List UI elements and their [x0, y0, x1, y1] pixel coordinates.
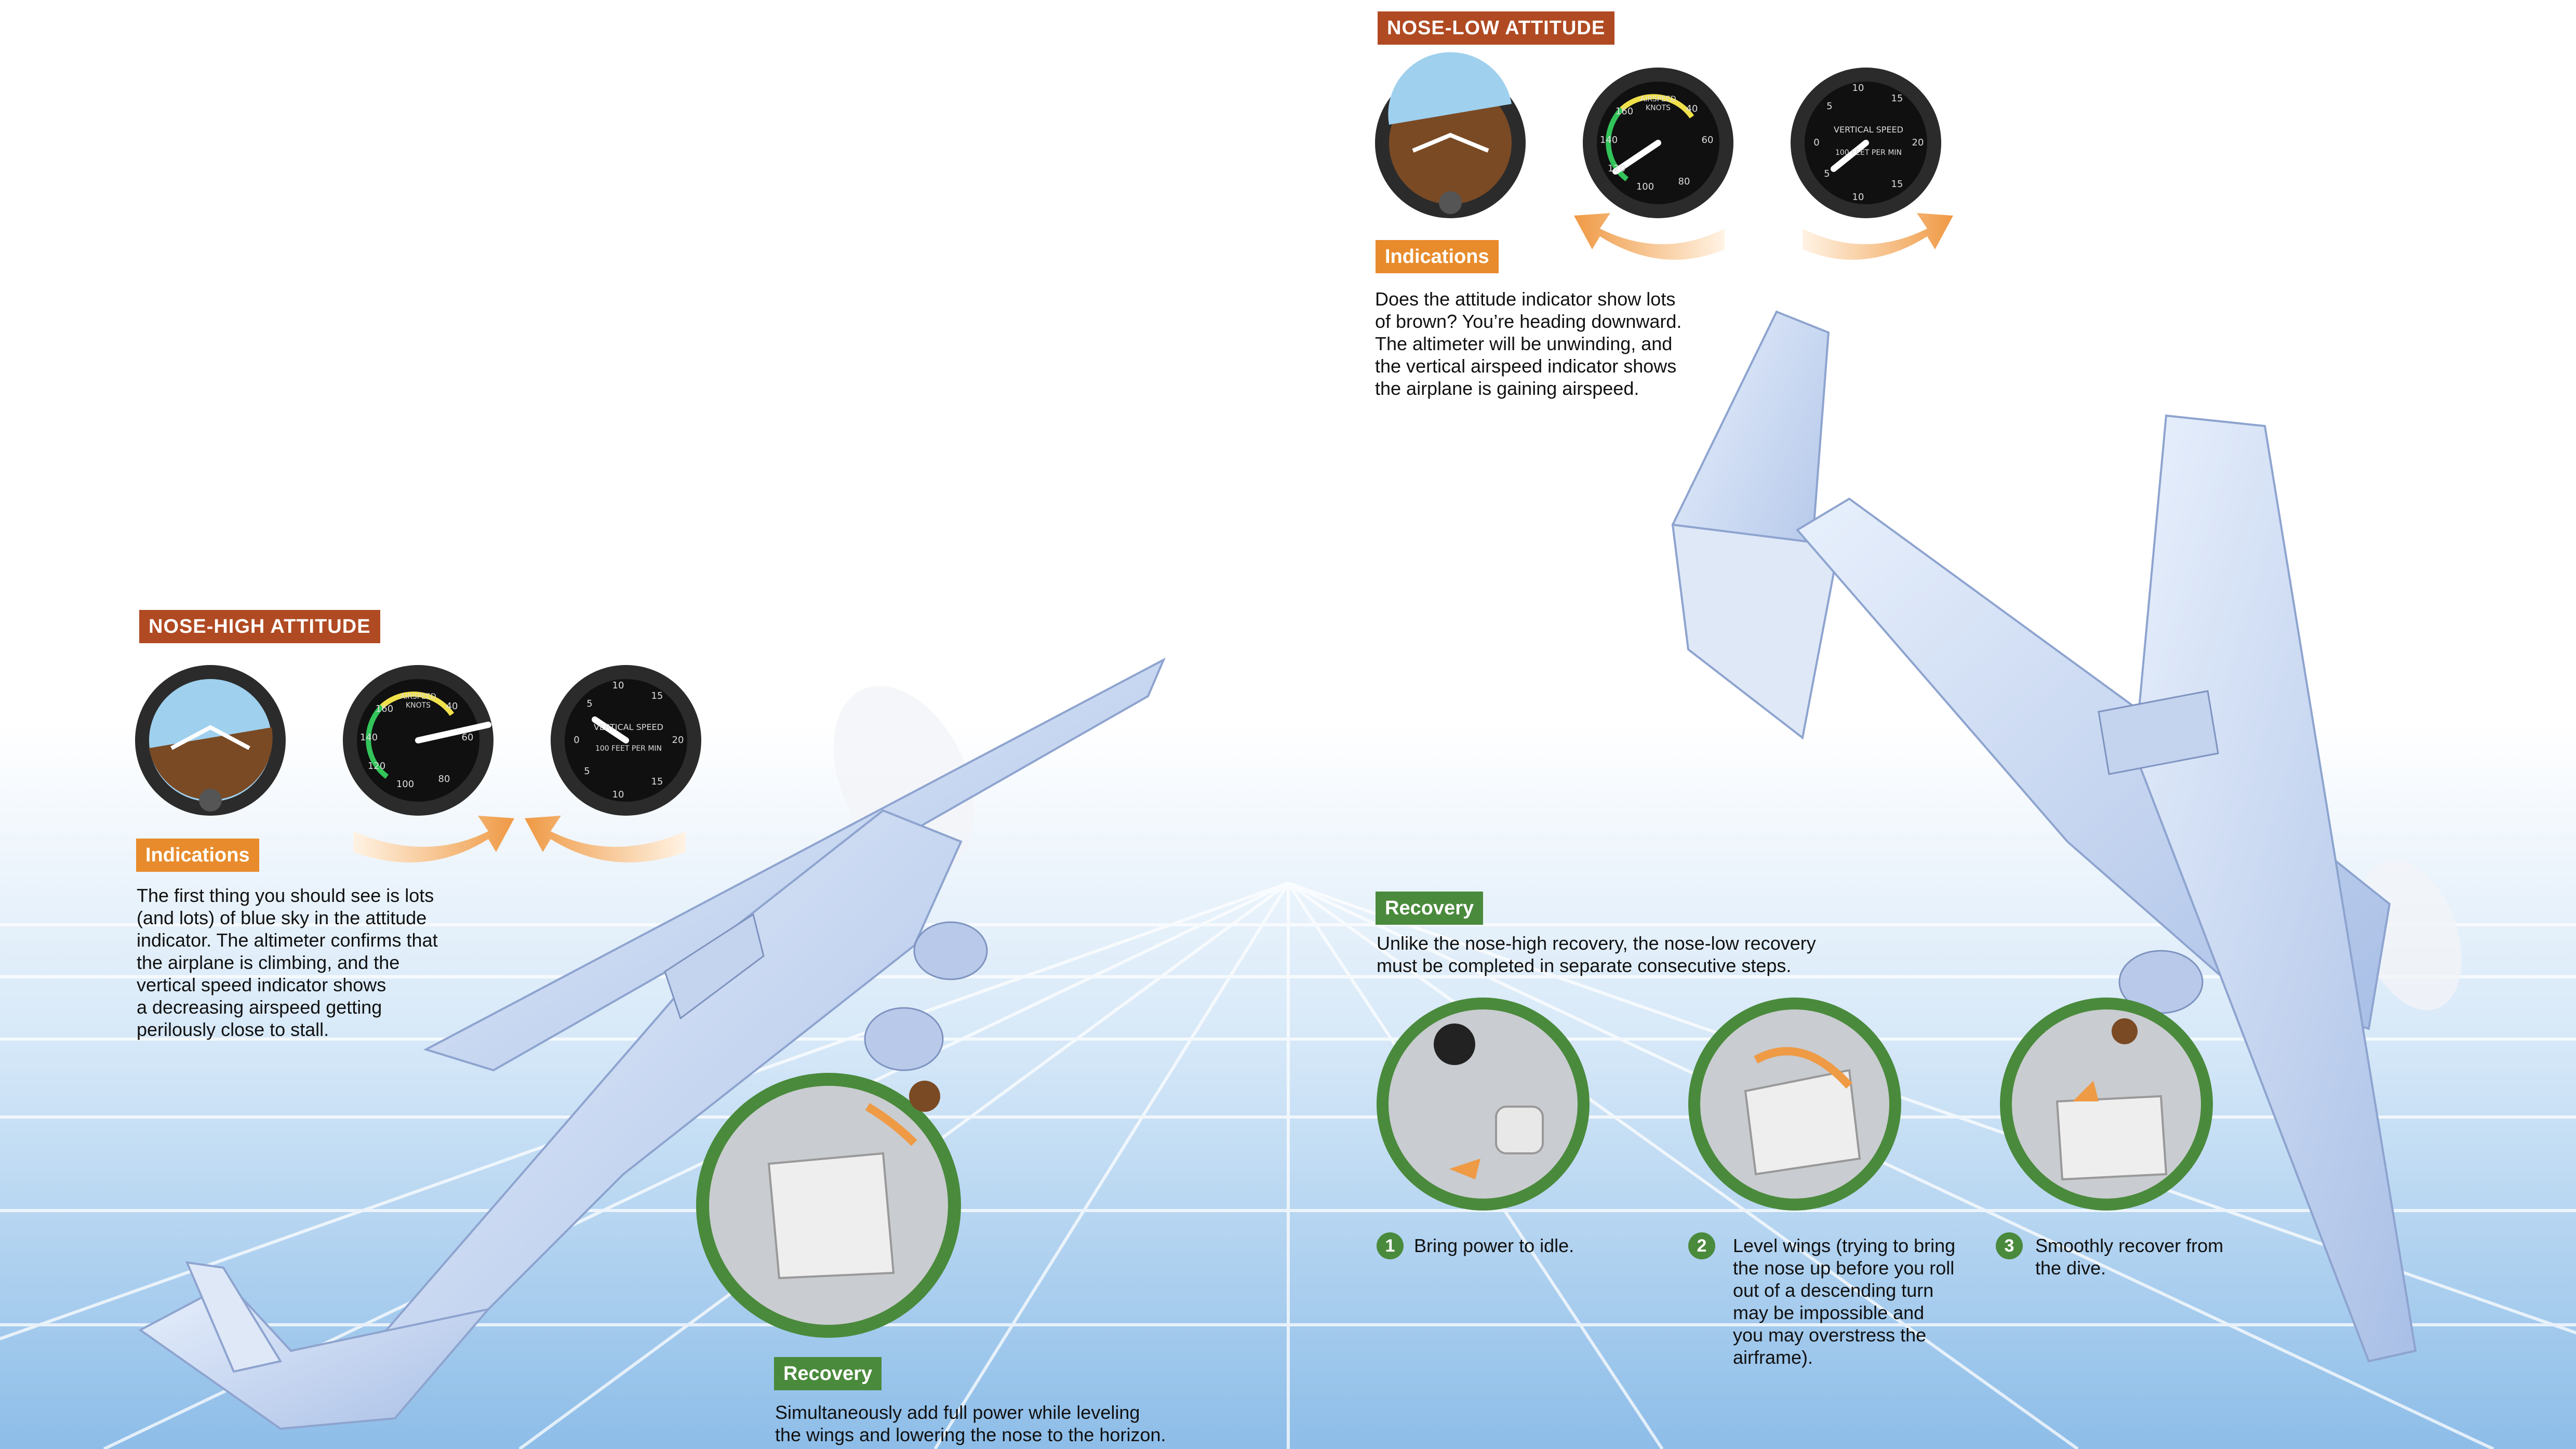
recovery-illustration-step2	[1688, 998, 1901, 1211]
text-line: may be impossible and	[1733, 1302, 1925, 1323]
arrow-airspeed-low	[1574, 213, 1725, 260]
nose-high-gauges	[135, 665, 701, 862]
text-line: Bring power to idle.	[1414, 1235, 1574, 1256]
nose-low-airplane	[1671, 310, 2462, 1363]
attitude-indicator-high	[135, 665, 286, 816]
nose-low-recovery-label: Recovery	[1376, 892, 1484, 925]
text-line: Unlike the nose-high recovery, the nose-…	[1377, 933, 1816, 954]
text-line: Level wings (trying to bring	[1733, 1235, 1956, 1256]
text-line: Does the attitude indicator show lots	[1375, 288, 1676, 310]
text-line: (and lots) of blue sky in the attitude	[137, 907, 427, 928]
text-line: airframe).	[1733, 1347, 1813, 1368]
vsi-low	[1791, 68, 1941, 218]
step-2-text: Level wings (trying to bring the nose up…	[1733, 1234, 1955, 1368]
step-2-number: 2	[1688, 1232, 1715, 1259]
text-line: the dive.	[2035, 1257, 2106, 1279]
nose-low-recovery-text: Unlike the nose-high recovery, the nose-…	[1377, 932, 1816, 977]
text-line: vertical speed indicator shows	[137, 974, 386, 995]
recovery-illustration-step1	[1377, 998, 1590, 1211]
step-3-text: Smoothly recover from the dive.	[2035, 1234, 2223, 1279]
airspeed-indicator-high	[343, 665, 493, 816]
airspeed-indicator-low	[1583, 68, 1733, 218]
text-line: The altimeter will be unwinding, and	[1375, 333, 1673, 354]
text-line: you may overstress the	[1733, 1324, 1927, 1346]
vsi-high	[551, 665, 701, 816]
step-1-text: Bring power to idle.	[1414, 1234, 1574, 1257]
arrow-vsi-high	[525, 816, 686, 862]
text-line: perilously close to stall.	[137, 1019, 329, 1040]
arrow-airspeed-high	[353, 816, 514, 862]
text-line: the airplane is climbing, and the	[137, 952, 400, 973]
text-line: The first thing you should see is lots	[137, 885, 434, 906]
nose-high-recovery-text: Simultaneously add full power while leve…	[775, 1401, 1166, 1446]
nose-low-gauges	[1375, 52, 1953, 260]
nose-high-indications-text: The first thing you should see is lots (…	[137, 884, 438, 1041]
recovery-illustration-step3	[2000, 998, 2213, 1211]
nose-low-indications-label: Indications	[1376, 240, 1499, 273]
attitude-indicator-low	[1375, 52, 1526, 218]
nose-high-title: NOSE-HIGH ATTITUDE	[139, 610, 380, 643]
nose-low-indications-text: Does the attitude indicator show lots of…	[1375, 288, 1681, 400]
arrow-vsi-low	[1803, 213, 1953, 260]
nose-high-indications-label: Indications	[136, 839, 259, 872]
text-line: a decreasing airspeed getting	[137, 996, 382, 1018]
step-1-number: 1	[1377, 1232, 1404, 1259]
step-3-number: 3	[1996, 1232, 2023, 1259]
text-line: indicator. The altimeter confirms that	[137, 929, 438, 951]
recovery-illustration-high	[696, 1073, 961, 1338]
text-line: Smoothly recover from	[2035, 1235, 2224, 1256]
text-line: Simultaneously add full power while leve…	[775, 1402, 1140, 1423]
nose-high-airplane	[138, 657, 1166, 1430]
nose-low-title: NOSE-LOW ATTITUDE	[1378, 11, 1615, 45]
text-line: the vertical airspeed indicator shows	[1375, 355, 1677, 377]
text-line: must be completed in separate consecutiv…	[1377, 955, 1792, 976]
text-line: the wings and lowering the nose to the h…	[775, 1424, 1166, 1445]
text-line: of brown? You’re heading downward.	[1375, 311, 1682, 332]
nose-high-recovery-label: Recovery	[774, 1357, 882, 1390]
text-line: out of a descending turn	[1733, 1280, 1934, 1301]
text-line: the nose up before you roll	[1733, 1257, 1955, 1279]
text-line: the airplane is gaining airspeed.	[1375, 378, 1639, 399]
